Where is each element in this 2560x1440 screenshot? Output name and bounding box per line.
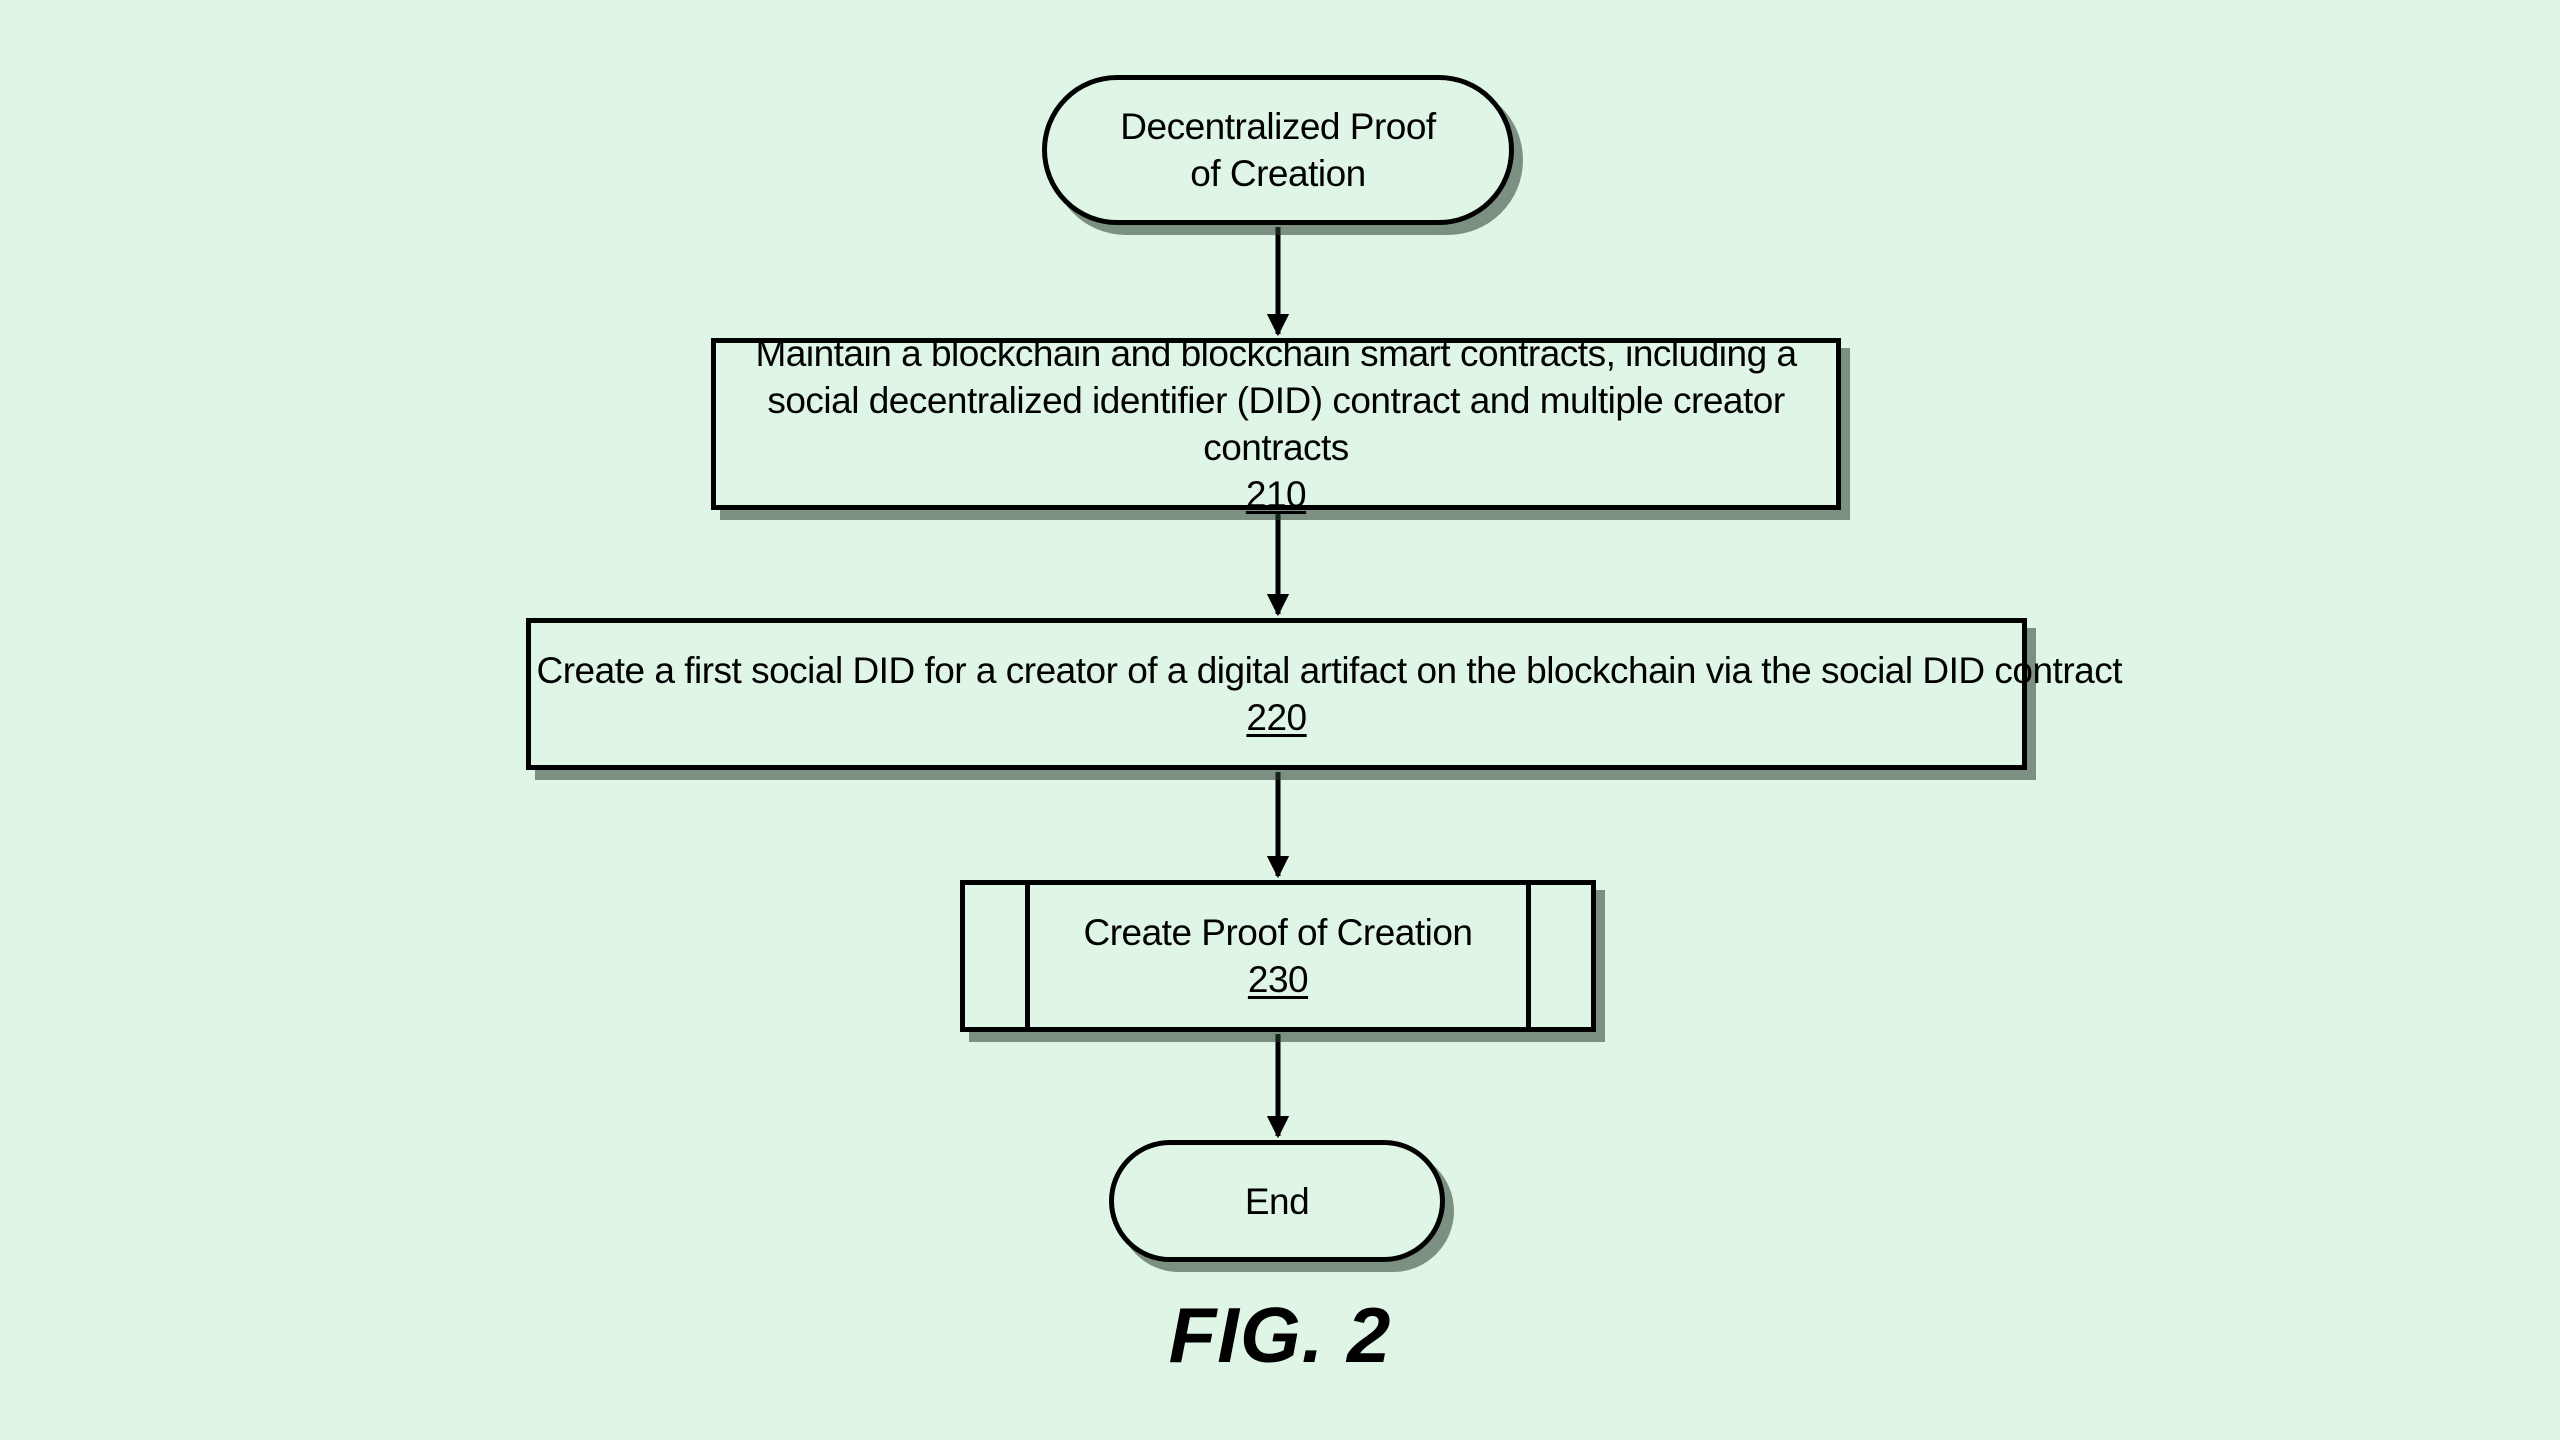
- step-220-ref: 220: [1246, 697, 1307, 738]
- process-step-220: Create a first social DID for a creator …: [526, 618, 2123, 770]
- predefined-process-230: Create Proof of Creation 230: [960, 880, 1596, 1032]
- end-terminal: End: [1109, 1140, 1445, 1262]
- end-label: End: [1244, 1180, 1310, 1222]
- start-label: Decentralized Proof of Creation: [1120, 106, 1436, 194]
- step-230-ref: 230: [1247, 959, 1309, 1000]
- step-210-text: Maintain a blockchain and blockchain sma…: [755, 333, 1797, 468]
- step-220-text: Create a first social DID for a creator …: [536, 650, 2123, 691]
- step-230-text: Create Proof of Creation: [1083, 912, 1473, 953]
- subprocess-bar-left: [1025, 885, 1030, 1027]
- figure-caption: FIG. 2: [1168, 1291, 1392, 1379]
- process-step-210: Maintain a blockchain and blockchain sma…: [711, 333, 1841, 515]
- start-terminal: Decentralized Proof of Creation: [1042, 75, 1514, 225]
- step-210-ref: 210: [1245, 474, 1307, 515]
- subprocess-bar-right: [1526, 885, 1531, 1027]
